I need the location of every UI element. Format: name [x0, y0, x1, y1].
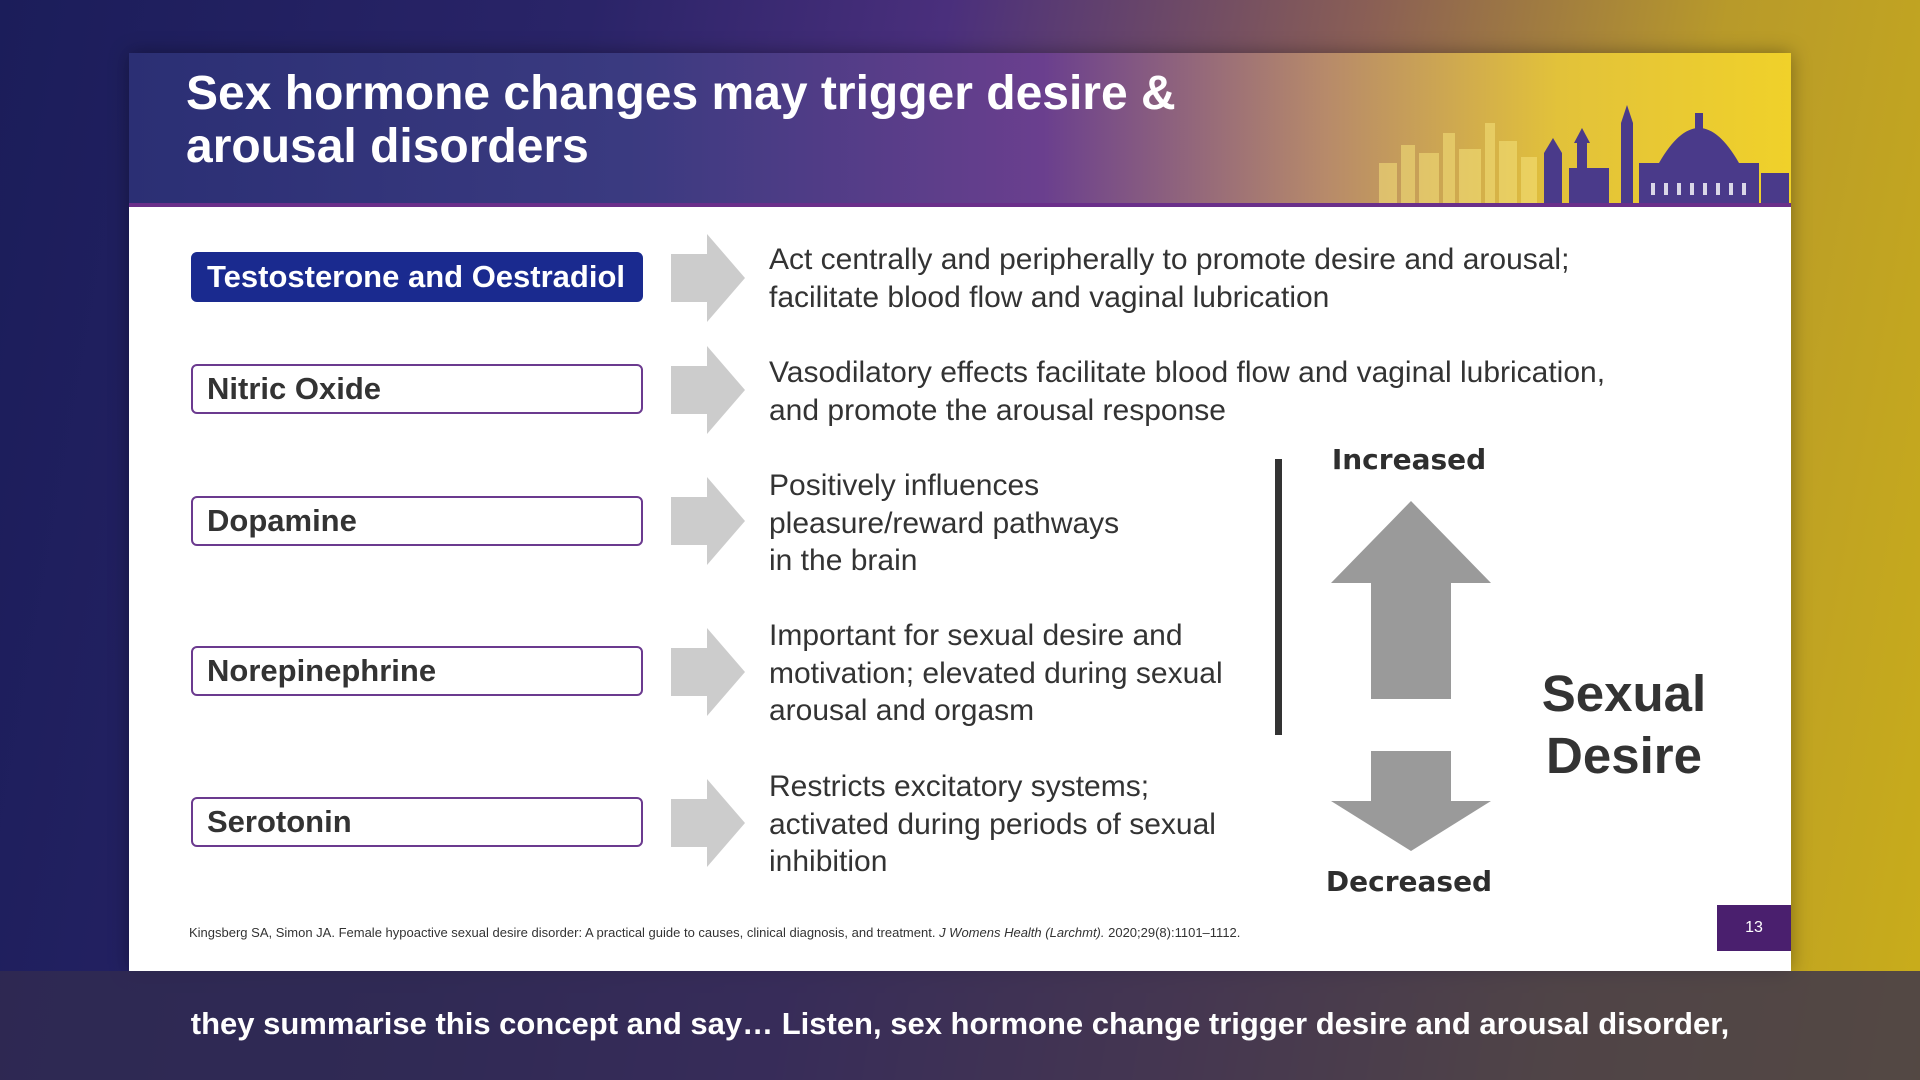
reference-text: Kingsberg SA, Simon JA. Female hypoactiv… [189, 925, 940, 940]
description-testosterone-oestradiol: Act centrally and peripherally to promot… [769, 243, 1570, 314]
caption-text: they summarise this concept and say… Lis… [190, 1006, 1730, 1041]
city-skyline-icon [1379, 105, 1789, 207]
slide: Sex hormone changes may trigger desire &… [129, 53, 1791, 971]
reference-citation: Kingsberg SA, Simon JA. Female hypoactiv… [189, 925, 1489, 940]
description-serotonin: Restricts excitatory systems; activated … [769, 770, 1216, 878]
slide-header: Sex hormone changes may trigger desire &… [129, 53, 1791, 207]
increased-label: Increased [1331, 443, 1487, 476]
arrow-right-icon [671, 477, 745, 565]
slide-title: Sex hormone changes may trigger desire &… [186, 67, 1176, 173]
arrow-up-icon [1331, 501, 1491, 699]
arrow-right-icon [671, 628, 745, 716]
caption-bar [0, 971, 1920, 1080]
arrow-right-icon [671, 779, 745, 867]
reference-details: 2020;29(8):1101–1112. [1104, 925, 1241, 940]
label-serotonin: Serotonin [191, 797, 643, 847]
label-nitric-oxide: Nitric Oxide [191, 364, 643, 414]
arrow-right-icon [671, 234, 745, 322]
description-dopamine: Positively influences pleasure/reward pa… [769, 469, 1120, 577]
label-norepinephrine: Norepinephrine [191, 646, 643, 696]
arrow-down-icon [1331, 751, 1491, 851]
page-number-badge: 13 [1717, 905, 1791, 951]
description-norepinephrine: Important for sexual desire and motivati… [769, 619, 1223, 727]
label-dopamine: Dopamine [191, 496, 643, 546]
header-divider [129, 203, 1791, 207]
arrow-right-icon [671, 346, 745, 434]
reference-journal: J Womens Health (Larchmt). [939, 925, 1105, 940]
sexual-desire-title: Sexual Desire [1541, 665, 1707, 784]
description-nitric-oxide: Vasodilatory effects facilitate blood fl… [769, 356, 1606, 427]
label-testosterone-oestradiol: Testosterone and Oestradiol [191, 252, 643, 302]
bracket-line [1275, 459, 1282, 735]
decreased-label: Decreased [1325, 865, 1493, 898]
